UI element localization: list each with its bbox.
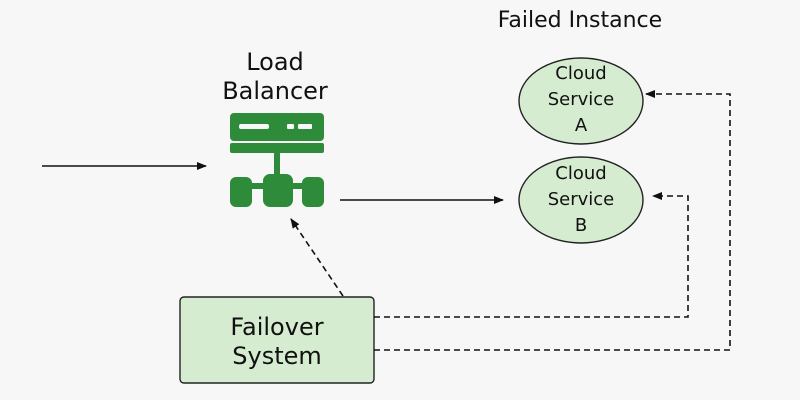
failover-system-label: Failover System [180,313,374,371]
service-a-line1: Cloud [555,63,607,84]
cloud-service-b-label: Cloud Service B [519,161,643,239]
cloud-service-a-node [518,57,644,145]
cloud-service-a-label: Cloud Service A [519,61,643,139]
load-balancer-icon [230,113,324,207]
failover-to-service-a-arrow [374,90,731,351]
failover-to-lb-arrow [290,218,344,297]
failover-to-service-b-arrow [374,192,689,318]
service-b-line2: Service [547,189,615,210]
failover-line2: System [232,342,322,370]
service-b-line3: B [574,215,588,236]
load-balancer-label-line2: Balancer [222,77,328,105]
load-balancer-label: Load Balancer [195,48,355,106]
failover-line1: Failover [230,313,324,341]
service-b-line1: Cloud [555,163,607,184]
diagram-title: Failed Instance [497,8,663,33]
cloud-service-b-node [518,156,644,244]
service-a-line3: A [574,115,588,136]
failover-system-box [179,296,375,384]
load-balancer-label-line1: Load [246,48,304,76]
service-a-line2: Service [547,89,615,110]
